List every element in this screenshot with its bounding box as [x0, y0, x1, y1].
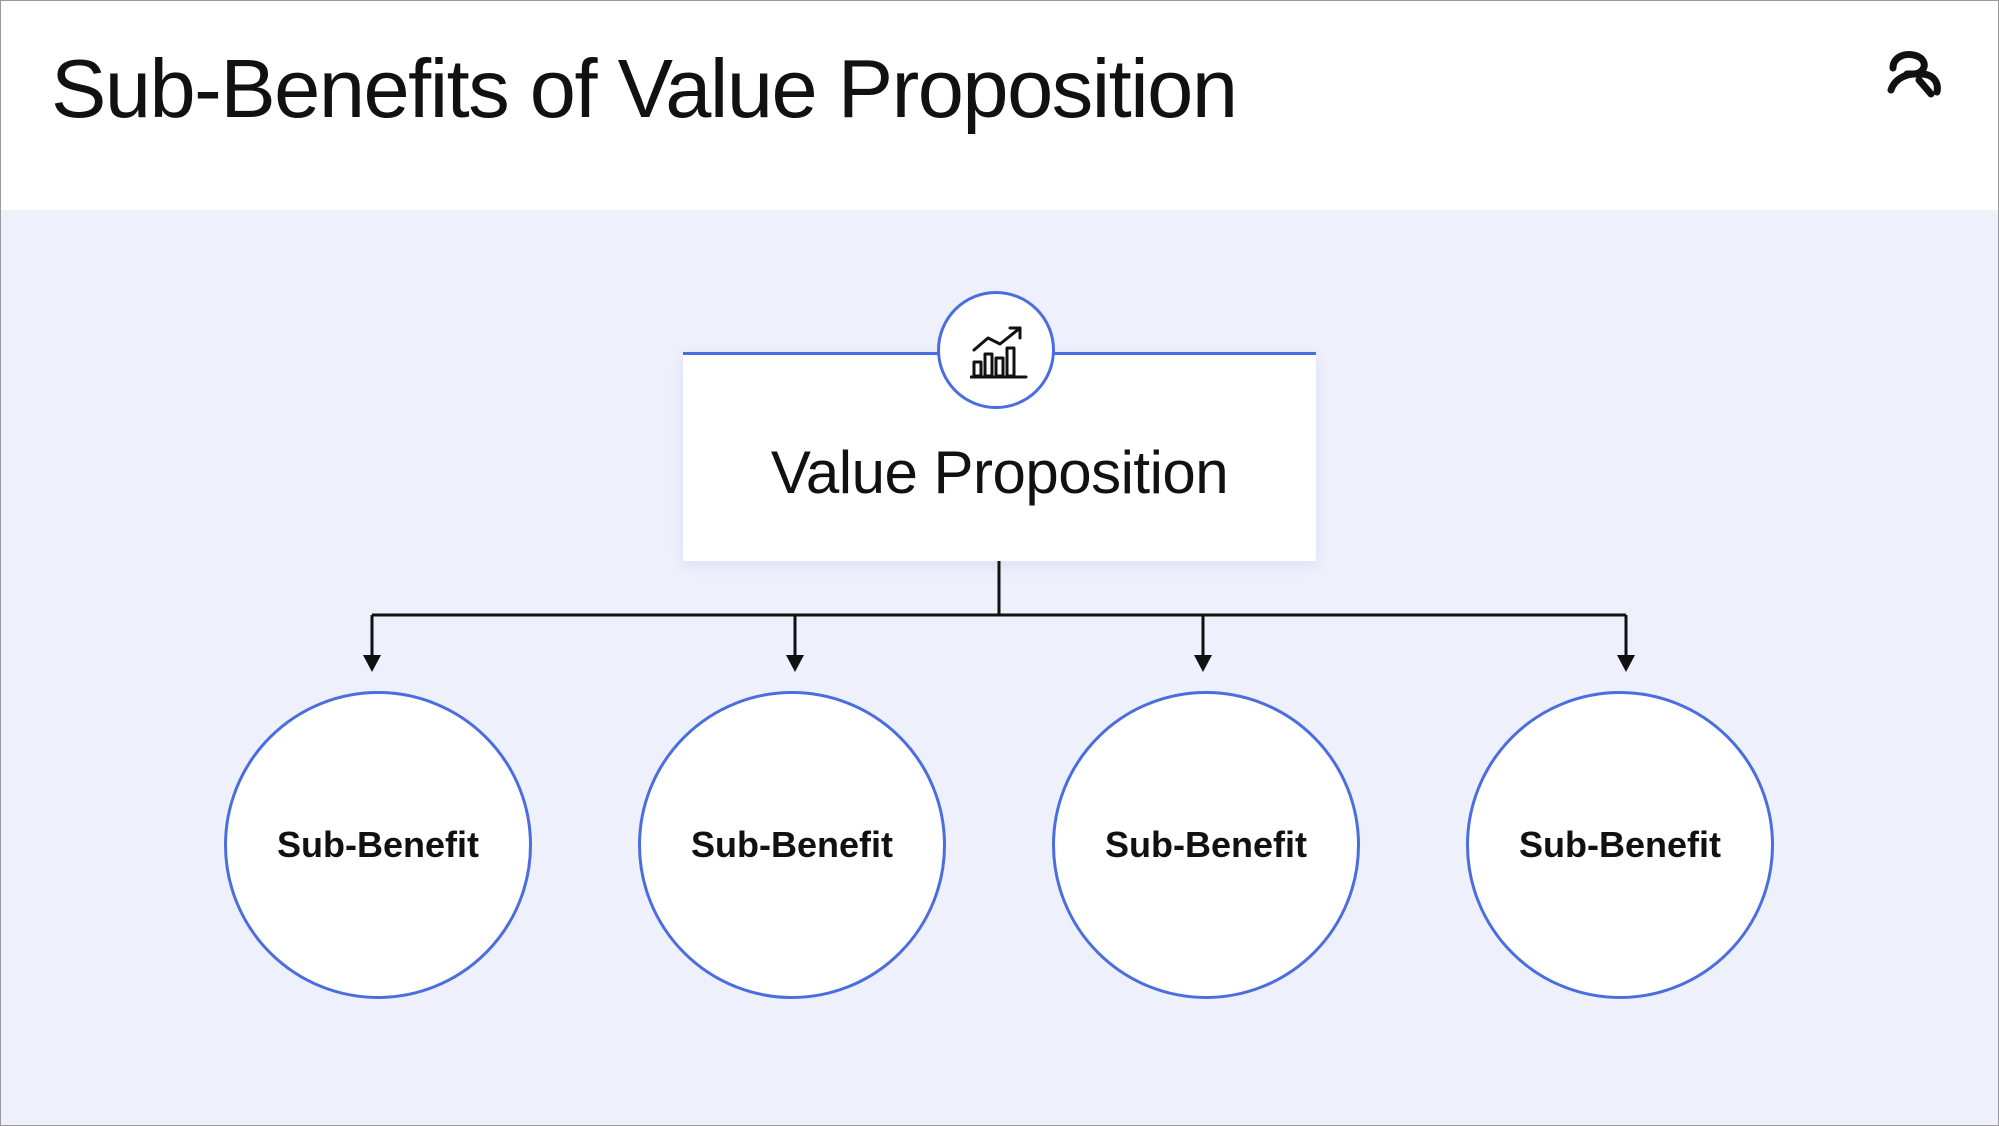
- sub-benefit-node-2: Sub-Benefit: [638, 691, 946, 999]
- growth-chart-icon: [970, 326, 1028, 379]
- sub-benefit-label: Sub-Benefit: [277, 824, 479, 865]
- value-proposition-badge: [937, 291, 1055, 409]
- arrowhead-1: [363, 655, 381, 672]
- sub-benefit-label: Sub-Benefit: [1519, 824, 1721, 865]
- sub-benefit-node-1: Sub-Benefit: [224, 691, 532, 999]
- sub-benefit-node-4: Sub-Benefit: [1466, 691, 1774, 999]
- value-proposition-label: Value Proposition: [770, 439, 1229, 506]
- sub-benefit-label: Sub-Benefit: [1105, 824, 1307, 865]
- brand-logo-icon: [1887, 51, 1941, 98]
- slide-header: Sub-Benefits of Value Proposition: [1, 1, 1998, 210]
- arrowhead-3: [1194, 655, 1212, 672]
- page-title: Sub-Benefits of Value Proposition: [51, 42, 1238, 135]
- sub-benefit-label: Sub-Benefit: [691, 824, 893, 865]
- sub-benefit-node-3: Sub-Benefit: [1052, 691, 1360, 999]
- arrowhead-4: [1617, 655, 1635, 672]
- arrowhead-2: [786, 655, 804, 672]
